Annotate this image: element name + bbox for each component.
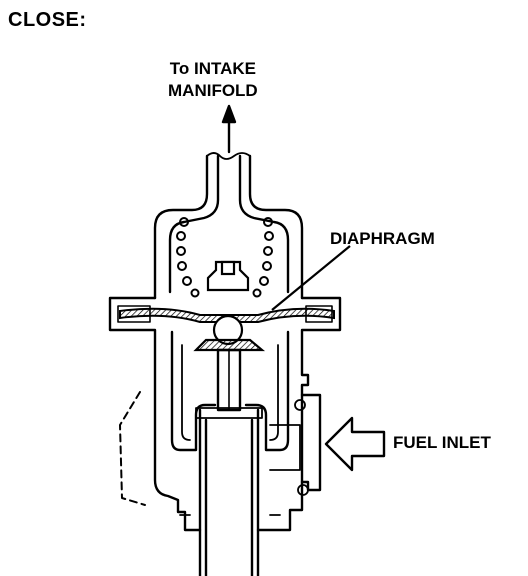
diagram-heading: CLOSE:	[8, 9, 87, 31]
intake-label-line2: MANIFOLD	[168, 81, 258, 100]
vacuum-nipple-inner	[168, 154, 220, 294]
mounting-bracket-outline	[119, 391, 146, 506]
diaphragm-label: DIAPHRAGM	[330, 229, 435, 248]
fuel-inlet-arrow	[324, 416, 386, 472]
intake-manifold-label: To INTAKE MANIFOLD	[168, 58, 258, 102]
fuel-chamber-wall-right	[244, 330, 290, 452]
diaphragm-leader	[271, 245, 351, 311]
spring-coils-left	[176, 217, 200, 298]
fuel-inlet-port	[300, 393, 322, 492]
vacuum-flow-arrow	[221, 104, 237, 154]
vacuum-nipple-outer-right	[248, 154, 304, 300]
intake-label-line1: To INTAKE	[169, 59, 256, 78]
fuel-chamber-wall-left	[170, 330, 217, 452]
body-flange-right	[256, 296, 342, 532]
fuel-outlet-tube	[198, 408, 260, 576]
body-flange	[108, 296, 202, 532]
valve-ball-assembly	[193, 260, 266, 352]
spring-coils-right	[252, 217, 274, 298]
vacuum-nipple-outer	[153, 154, 209, 300]
fuel-inlet-label: FUEL INLET	[393, 433, 491, 452]
